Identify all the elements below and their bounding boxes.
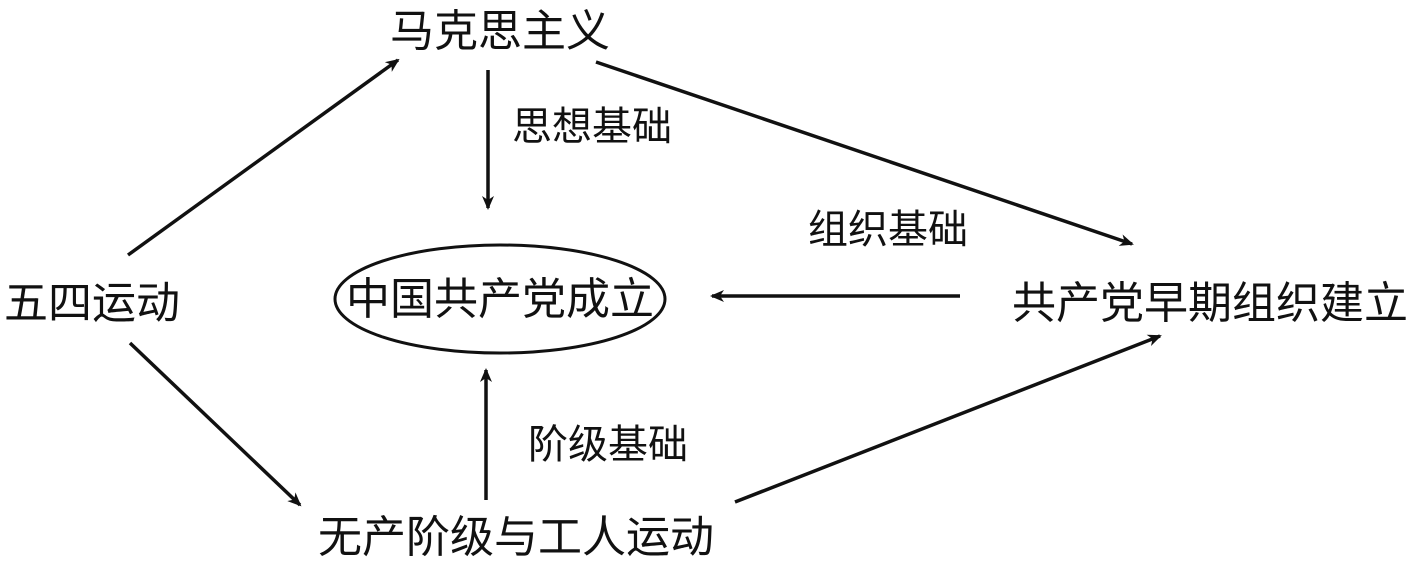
label-organizational-basis: 组织基础 — [808, 207, 968, 253]
arrow-may-fourth-to-marxism — [126, 58, 400, 257]
node-may-fourth: 五四运动 — [4, 278, 180, 329]
node-marxism: 马克思主义 — [390, 6, 610, 57]
node-cpc-founding: 中国共产党成立 — [346, 274, 654, 325]
arrow-may-fourth-to-proletariat — [128, 341, 302, 507]
arrow-proletariat-to-early-orgs — [734, 334, 1162, 504]
label-ideological-basis: 思想基础 — [512, 104, 672, 150]
node-early-orgs: 共产党早期组织建立 — [1012, 278, 1408, 329]
center-ellipse — [333, 243, 667, 355]
label-class-basis: 阶级基础 — [528, 422, 688, 468]
arrow-marxism-to-early-orgs — [595, 60, 1134, 246]
node-proletariat: 无产阶级与工人运动 — [318, 512, 714, 561]
